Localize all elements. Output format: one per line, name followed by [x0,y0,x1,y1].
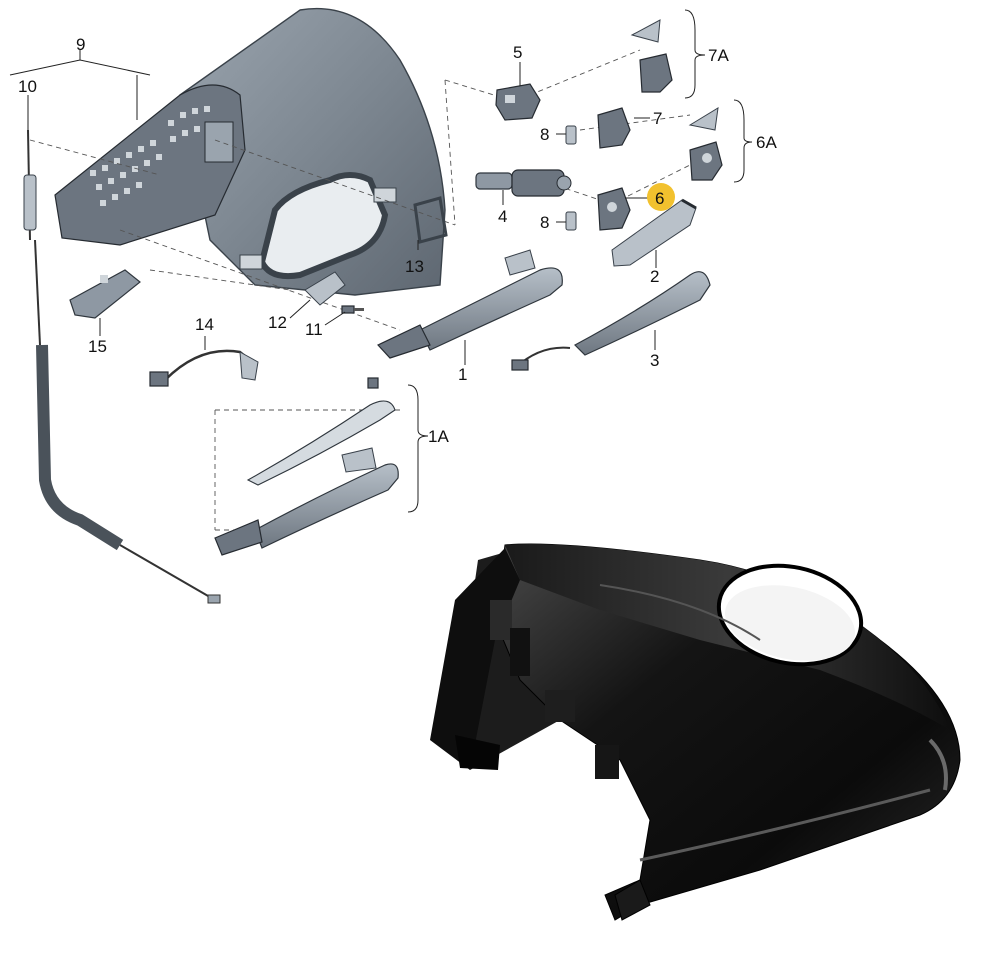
label-8-upper: 8 [540,125,549,144]
label-1: 1 [458,365,467,384]
label-7a: 7A [708,46,729,65]
door-handle-recess [258,172,389,280]
cap-7 [597,107,631,149]
label-2: 2 [650,267,659,286]
label-3: 3 [650,351,659,370]
label-4: 4 [498,207,507,226]
leader-lines [9,9,753,513]
handle-carrier-frame [54,84,246,246]
label-12: 12 [268,313,287,332]
cap-7a [630,19,673,93]
clip-8-upper [565,125,577,145]
label-13: 13 [405,257,424,276]
handle-1 [377,249,563,359]
trim-12 [304,271,346,306]
bowden-cable [23,129,221,604]
label-8-lower: 8 [540,213,549,232]
label-14: 14 [195,315,214,334]
product-photo-cap [430,543,961,921]
label-1a: 1A [428,427,449,446]
label-11: 11 [305,320,323,339]
label-5: 5 [513,43,522,62]
door-panel [179,7,446,296]
seal-13 [413,196,448,244]
clip-8-lower [565,211,577,231]
cap-6a [688,107,723,181]
handle-set-1a [214,377,399,556]
screw-11 [341,305,364,314]
lock-cylinder-4 [475,169,572,197]
connector-15 [69,269,141,319]
callout-labels: 9 10 5 7A 7 8 6A 6 4 8 2 3 1 13 12 11 14… [18,35,777,446]
label-6-highlight [647,183,675,211]
handle-bracket-2 [611,198,697,267]
label-7: 7 [653,109,662,128]
label-10: 10 [18,77,37,96]
harness-14 [149,349,259,387]
handle-3 [511,271,711,371]
label-15: 15 [88,337,107,356]
label-6a: 6A [756,133,777,152]
cap-6 [597,187,631,231]
label-6: 6 [655,189,664,208]
label-9: 9 [76,35,85,54]
lock-part-5 [495,83,541,121]
